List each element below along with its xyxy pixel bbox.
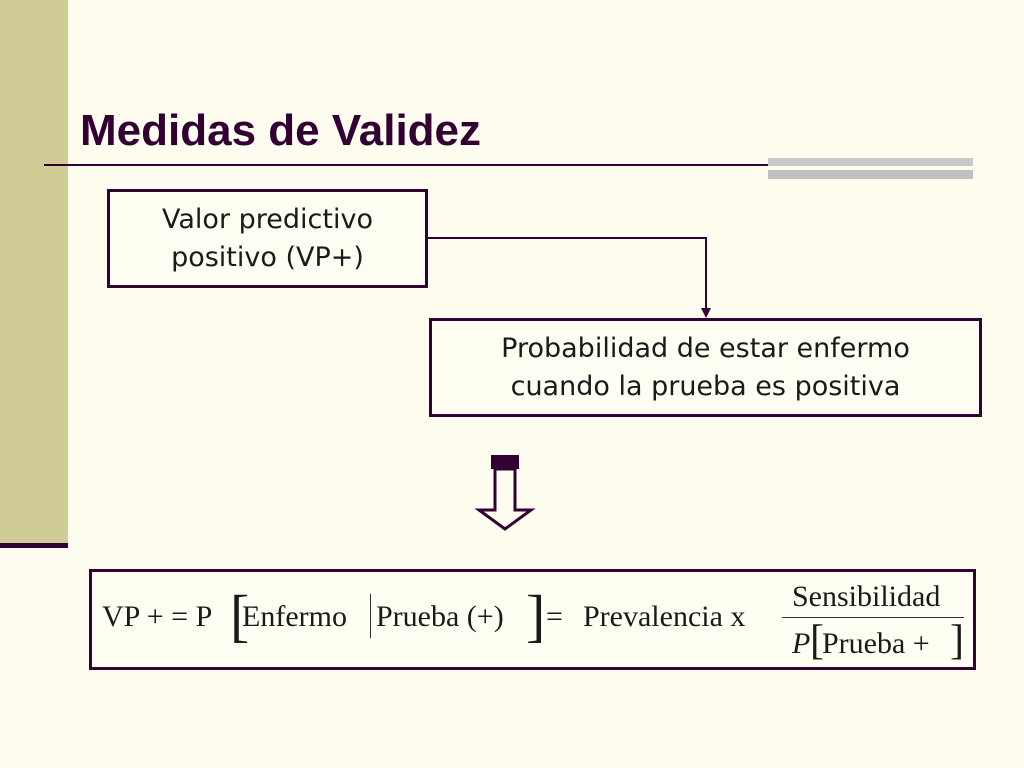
- formula-bracket-close: ]: [526, 583, 546, 648]
- hollow-down-arrow-icon: [474, 455, 536, 531]
- formula-denominator-p: P: [792, 627, 811, 660]
- formula-numerator: Sensibilidad: [792, 580, 941, 613]
- vp-label-line2: positivo (VP+): [171, 241, 364, 273]
- title-accent-bar-lower: [768, 170, 973, 179]
- fraction-bar: [782, 617, 964, 618]
- vp-label-line1: Valor predictivo: [162, 203, 373, 235]
- conditional-bar: [370, 594, 371, 638]
- formula-prevalencia: Prevalencia x: [583, 600, 746, 633]
- title-underline: [44, 164, 970, 166]
- formula-equals: =: [546, 600, 563, 633]
- denominator-bracket-close: ]: [950, 618, 964, 664]
- title-accent-bar: [768, 158, 973, 166]
- meaning-line1: Probabilidad de estar enfermo: [501, 332, 910, 364]
- formula-lhs: VP + = P: [102, 600, 213, 633]
- connector-arrowhead: [701, 308, 711, 318]
- connector-line: [428, 237, 707, 312]
- denominator-bracket-open: [: [810, 618, 824, 664]
- slide-title: Medidas de Validez: [80, 106, 482, 155]
- formula-enfermo: Enfermo: [242, 600, 347, 633]
- formula-denominator-prueba: Prueba +: [822, 627, 930, 660]
- sidebar-rule: [0, 543, 68, 548]
- formula-prueba: Prueba (+): [376, 600, 504, 633]
- vp-meaning-box: Probabilidad de estar enfermo cuando la …: [429, 318, 982, 417]
- meaning-line2: cuando la prueba es positiva: [510, 370, 901, 402]
- formula-box: VP + = P [ Enfermo Prueba (+) ] = Preval…: [89, 569, 976, 670]
- vp-definition-box: Valor predictivo positivo (VP+): [107, 189, 428, 288]
- decorative-sidebar: [0, 0, 68, 543]
- formula-bracket-open: [: [230, 583, 250, 648]
